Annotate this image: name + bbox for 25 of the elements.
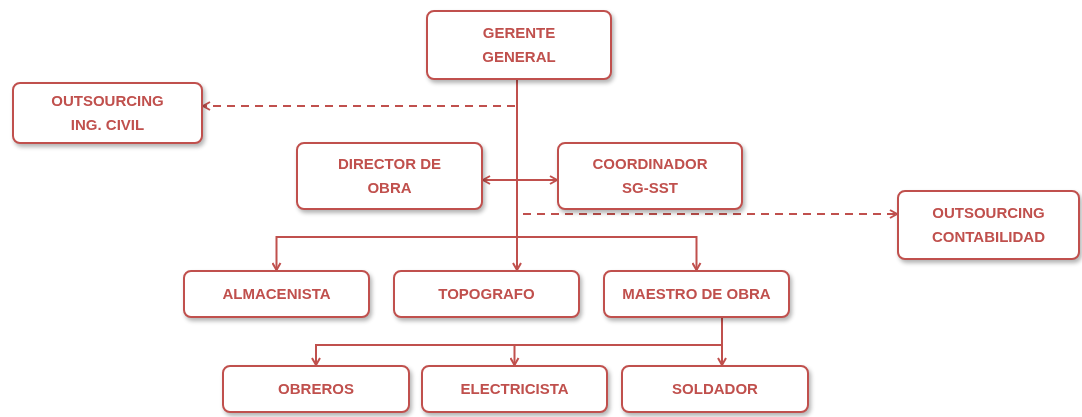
role-title: ELECTRICISTA: [460, 379, 569, 399]
role-box: [421, 365, 608, 413]
role-title: TOPOGRAFO: [438, 284, 535, 304]
role-box: [222, 365, 410, 413]
role-title: DIRECTOR DE OBRA: [336, 154, 443, 198]
role-title: OUTSOURCING ING. CIVIL: [50, 91, 165, 135]
role-box: [603, 270, 790, 318]
role-title: COORDINADOR SG-SST: [591, 154, 709, 198]
role-title: OUTSOURCING CONTABILIDAD: [930, 203, 1046, 247]
role-title: SOLDADOR: [672, 379, 758, 399]
arrow: [516, 79, 702, 271]
role-box: [557, 142, 743, 210]
arrow: [717, 317, 727, 366]
role-box: [426, 10, 612, 80]
role-box: [897, 190, 1080, 260]
role-title: ALMACENISTA: [222, 284, 331, 304]
role-title: OBREROS: [278, 379, 354, 399]
role-box: [183, 270, 370, 318]
role-box: [12, 82, 203, 144]
role-box: [393, 270, 580, 318]
role-box: [296, 142, 483, 210]
role-title: MAESTRO DE OBRA: [622, 284, 771, 304]
role-title: GERENTE GENERAL: [481, 23, 557, 67]
arrow: [482, 175, 558, 185]
role-box: [621, 365, 809, 413]
